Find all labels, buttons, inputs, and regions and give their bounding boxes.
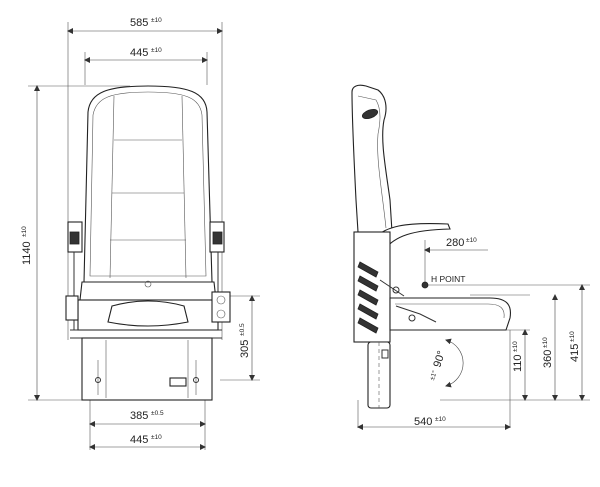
- side-vent-grille: [357, 261, 379, 334]
- side-view: 90° ±1° 280 ±10 H POINT 110 ±10 360 ±10 …: [351, 84, 590, 430]
- dim-305-value: 305: [239, 340, 251, 358]
- swivel-angle-value: 90°: [431, 349, 448, 369]
- h-point-marker: [421, 281, 429, 289]
- dim-540-value: 540: [414, 416, 432, 428]
- seat-assembly-front: [65, 280, 231, 339]
- dim-445-top-tol: ±10: [151, 47, 162, 54]
- swivel-angle-tol: ±1°: [428, 369, 439, 381]
- dim-280-tol: ±10: [466, 237, 477, 244]
- dim-445-top-value: 445: [130, 47, 148, 59]
- dim-305-tol: ±0.5: [239, 323, 246, 336]
- pedestal-front: [81, 337, 213, 401]
- dim-415-value: 415: [569, 344, 581, 362]
- dim-445-bottom-value: 445: [130, 434, 148, 446]
- dim-585-value: 585: [130, 17, 148, 29]
- dim-445-bottom-tol: ±10: [151, 434, 162, 441]
- dim-540-tol: ±10: [435, 416, 446, 423]
- h-point-label: H POINT: [431, 274, 465, 284]
- dim-280-value: 280: [446, 237, 464, 249]
- dim-385-tol: ±0.5: [151, 410, 164, 417]
- backrest-side: [351, 84, 393, 233]
- dim-415-tol: ±10: [569, 331, 576, 342]
- front-view: 585 ±10 445 ±10 1140 ±10 305 ±0.5 385 ±0…: [21, 17, 260, 450]
- dim-1140-value: 1140: [21, 241, 33, 265]
- seat-cushion-side: [389, 297, 512, 331]
- dim-385-value: 385: [130, 410, 148, 422]
- dim-110-value: 110: [512, 354, 524, 372]
- headrest-handle: [361, 108, 379, 120]
- dim-110-tol: ±10: [512, 341, 519, 352]
- dim-360-value: 360: [542, 350, 554, 368]
- backrest-front: [83, 85, 213, 283]
- dim-585-tol: ±10: [151, 17, 162, 24]
- dim-360-tol: ±10: [542, 337, 549, 348]
- swivel-arc: [445, 338, 464, 388]
- armrest-side: [371, 223, 451, 251]
- dim-1140-tol: ±10: [21, 226, 28, 237]
